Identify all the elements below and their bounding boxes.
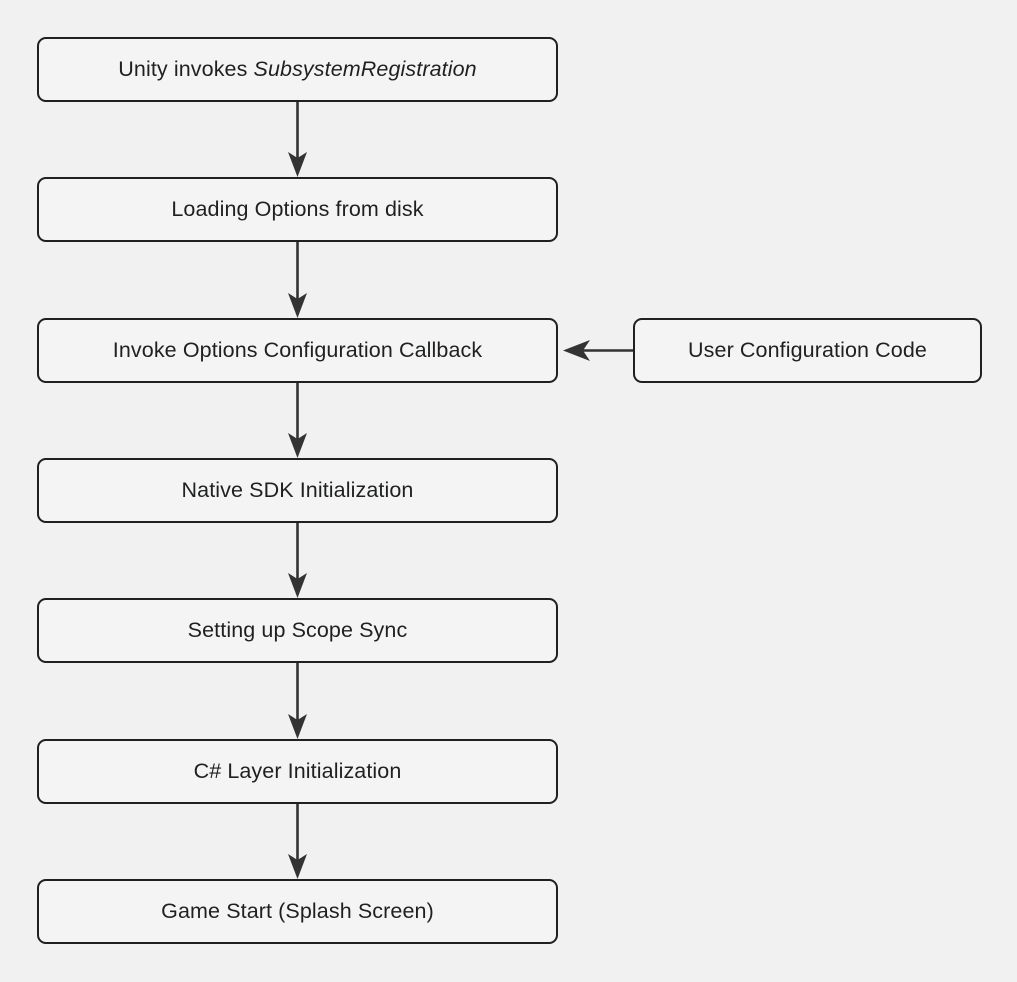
node-invoke-options-callback[interactable]: Invoke Options Configuration Callback <box>37 318 558 383</box>
node-scope-sync[interactable]: Setting up Scope Sync <box>37 598 558 663</box>
node-label-csharp-layer-init: C# Layer Initialization <box>193 758 402 783</box>
node-label-game-start: Game Start (Splash Screen) <box>161 898 434 923</box>
arrowhead-native-to-scope <box>288 573 307 598</box>
node-subsystem-registration[interactable]: Unity invokes SubsystemRegistration <box>37 37 558 102</box>
arrowhead-scope-to-csharp <box>288 714 307 739</box>
arrowhead-userconfig-to-invoke <box>563 340 590 361</box>
node-native-sdk-init[interactable]: Native SDK Initialization <box>37 458 558 523</box>
node-csharp-layer-init[interactable]: C# Layer Initialization <box>37 739 558 804</box>
node-game-start[interactable]: Game Start (Splash Screen) <box>37 879 558 944</box>
node-user-configuration-code[interactable]: User Configuration Code <box>633 318 982 383</box>
node-label-user-configuration-code: User Configuration Code <box>688 337 927 362</box>
node-label-emphasis: SubsystemRegistration <box>253 56 477 81</box>
arrowhead-subsystem-to-loading <box>288 152 307 177</box>
node-label-subsystem-registration: Unity invokes SubsystemRegistration <box>118 57 476 83</box>
node-label-native-sdk-init: Native SDK Initialization <box>181 477 414 502</box>
node-label-prefix: Unity invokes <box>118 56 254 81</box>
node-label-loading-options: Loading Options from disk <box>171 196 424 221</box>
node-label-invoke-options-callback: Invoke Options Configuration Callback <box>112 337 483 362</box>
arrowhead-invoke-to-native <box>288 433 307 458</box>
node-label-scope-sync: Setting up Scope Sync <box>187 617 408 642</box>
arrowhead-csharp-to-game <box>288 854 307 879</box>
node-loading-options[interactable]: Loading Options from disk <box>37 177 558 242</box>
arrowhead-loading-to-invoke <box>288 293 307 318</box>
